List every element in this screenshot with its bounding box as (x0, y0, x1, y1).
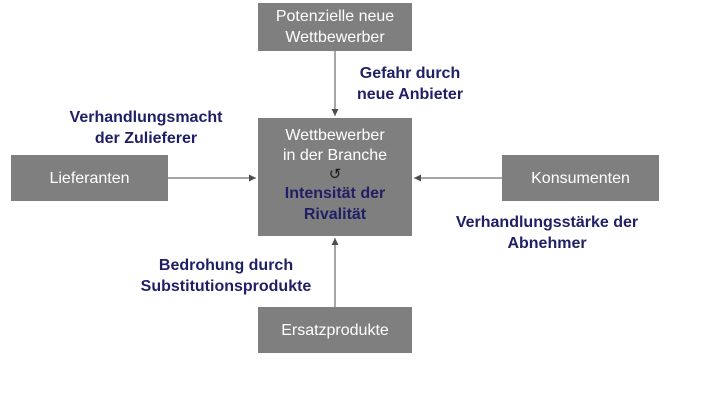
label-bottom-line2: Substitutionsprodukte (140, 278, 312, 295)
label-threat-new-entrants: Gefahr durch neue Anbieter (342, 63, 478, 105)
box-bottom-label: Ersatzprodukte (281, 321, 389, 339)
cycle-icon: ↺ (328, 166, 342, 183)
label-buyer-power: Verhandlungsstärke der Abnehmer (440, 212, 654, 254)
box-top-line1: Potenzielle neue (275, 8, 395, 25)
box-top-line2: Wettbewerber (285, 29, 385, 46)
box-potential-competitors: Potenzielle neue Wettbewerber (258, 3, 412, 51)
box-center-line2: in der Branche (282, 147, 388, 164)
box-suppliers: Lieferanten (11, 155, 168, 201)
label-right-line1: Verhandlungsstärke der (455, 214, 639, 231)
label-left-line2: der Zulieferer (94, 130, 198, 147)
box-center-line1: Wettbewerber (285, 127, 385, 144)
box-left-label: Lieferanten (49, 169, 130, 187)
label-bottom-line1: Bedrohung durch (158, 257, 294, 274)
label-right-line2: Abnehmer (507, 235, 587, 252)
label-left-line1: Verhandlungsmacht (69, 109, 223, 126)
box-substitutes: Ersatzprodukte (258, 307, 412, 353)
label-top-line1: Gefahr durch (359, 65, 461, 82)
box-right-label: Konsumenten (531, 169, 630, 187)
label-supplier-power: Verhandlungsmacht der Zulieferer (46, 107, 246, 149)
box-center-sub1: Intensität der (284, 185, 386, 202)
label-threat-substitutes: Bedrohung durch Substitutionsprodukte (120, 255, 332, 297)
label-top-line2: neue Anbieter (356, 86, 464, 103)
box-consumers: Konsumenten (502, 155, 659, 201)
box-industry-competitors: Wettbewerber in der Branche ↺ Intensität… (258, 118, 412, 236)
box-center-sub2: Rivalität (303, 206, 367, 223)
